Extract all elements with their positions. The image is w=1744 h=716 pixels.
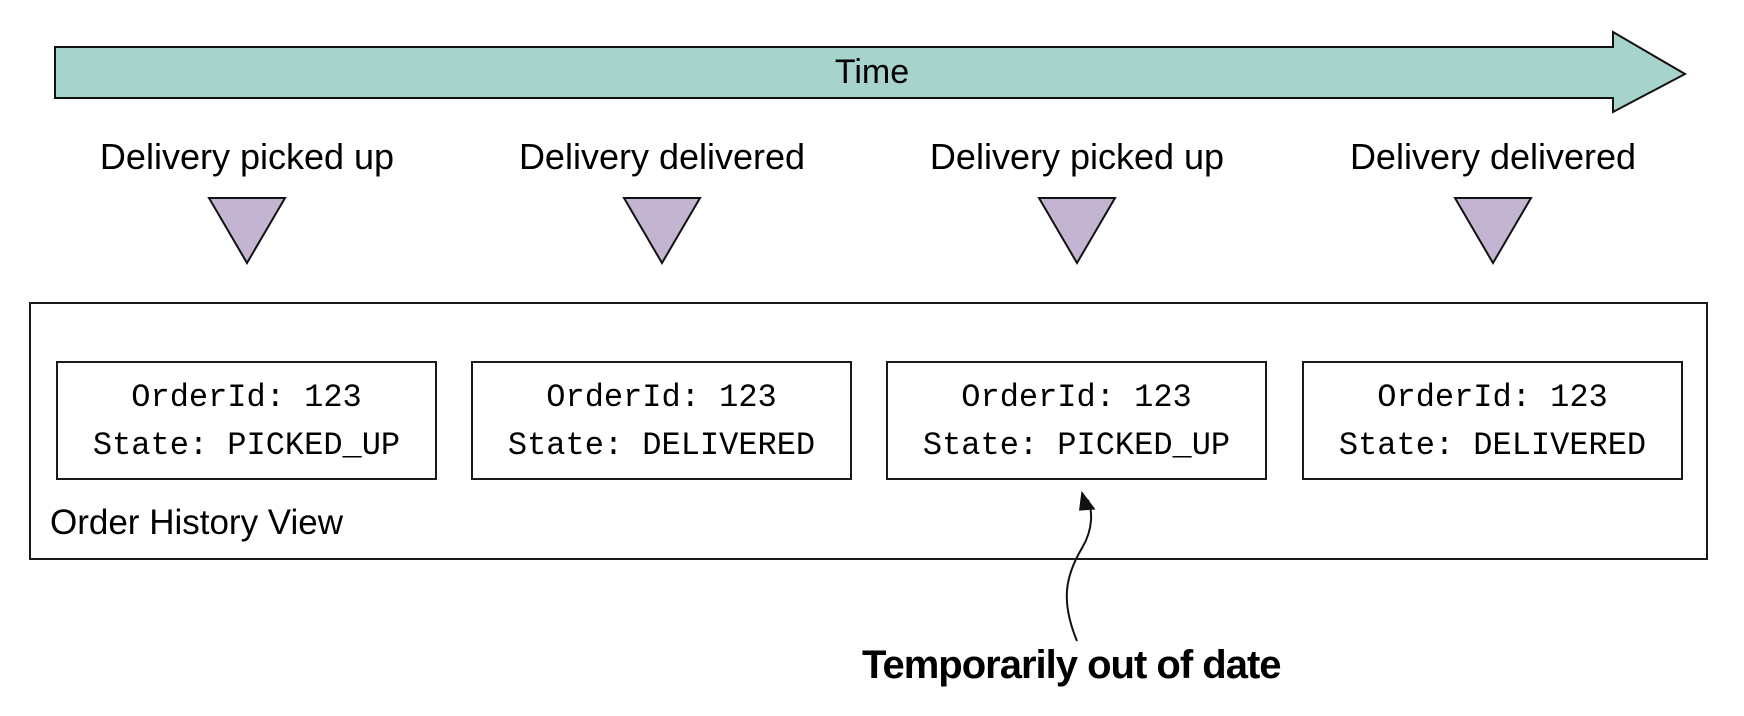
event-marker-3 xyxy=(1037,197,1117,265)
order-id-text: OrderId: 123 xyxy=(1377,379,1608,416)
event-label-4: Delivery delivered xyxy=(1349,136,1637,177)
annotation-arrow xyxy=(1065,499,1093,642)
order-record-4: OrderId: 123 State: DELIVERED xyxy=(1302,361,1683,480)
event-marker-1 xyxy=(207,197,287,265)
annotation-label: Temporarily out of date xyxy=(862,643,1282,687)
order-history-view xyxy=(29,302,1708,560)
order-state-text: State: PICKED_UP xyxy=(92,427,401,464)
annotation-arrowhead xyxy=(1079,490,1096,511)
order-id-text: OrderId: 123 xyxy=(131,379,362,416)
view-title: Order History View xyxy=(50,503,344,542)
event-label-3: Delivery picked up xyxy=(929,136,1225,177)
time-label: Time xyxy=(834,53,910,91)
event-marker-4 xyxy=(1453,197,1533,265)
order-state-text: State: PICKED_UP xyxy=(922,427,1231,464)
order-state-text: State: DELIVERED xyxy=(1338,427,1647,464)
order-record-1: OrderId: 123 State: PICKED_UP xyxy=(56,361,437,480)
event-label-1: Delivery picked up xyxy=(99,136,395,177)
time-arrow xyxy=(54,30,1688,114)
order-record-2: OrderId: 123 State: DELIVERED xyxy=(471,361,852,480)
order-state-text: State: DELIVERED xyxy=(507,427,816,464)
order-id-text: OrderId: 123 xyxy=(546,379,777,416)
order-id-text: OrderId: 123 xyxy=(961,379,1192,416)
event-marker-2 xyxy=(622,197,702,265)
order-record-3: OrderId: 123 State: PICKED_UP xyxy=(886,361,1267,480)
event-label-2: Delivery delivered xyxy=(518,136,806,177)
